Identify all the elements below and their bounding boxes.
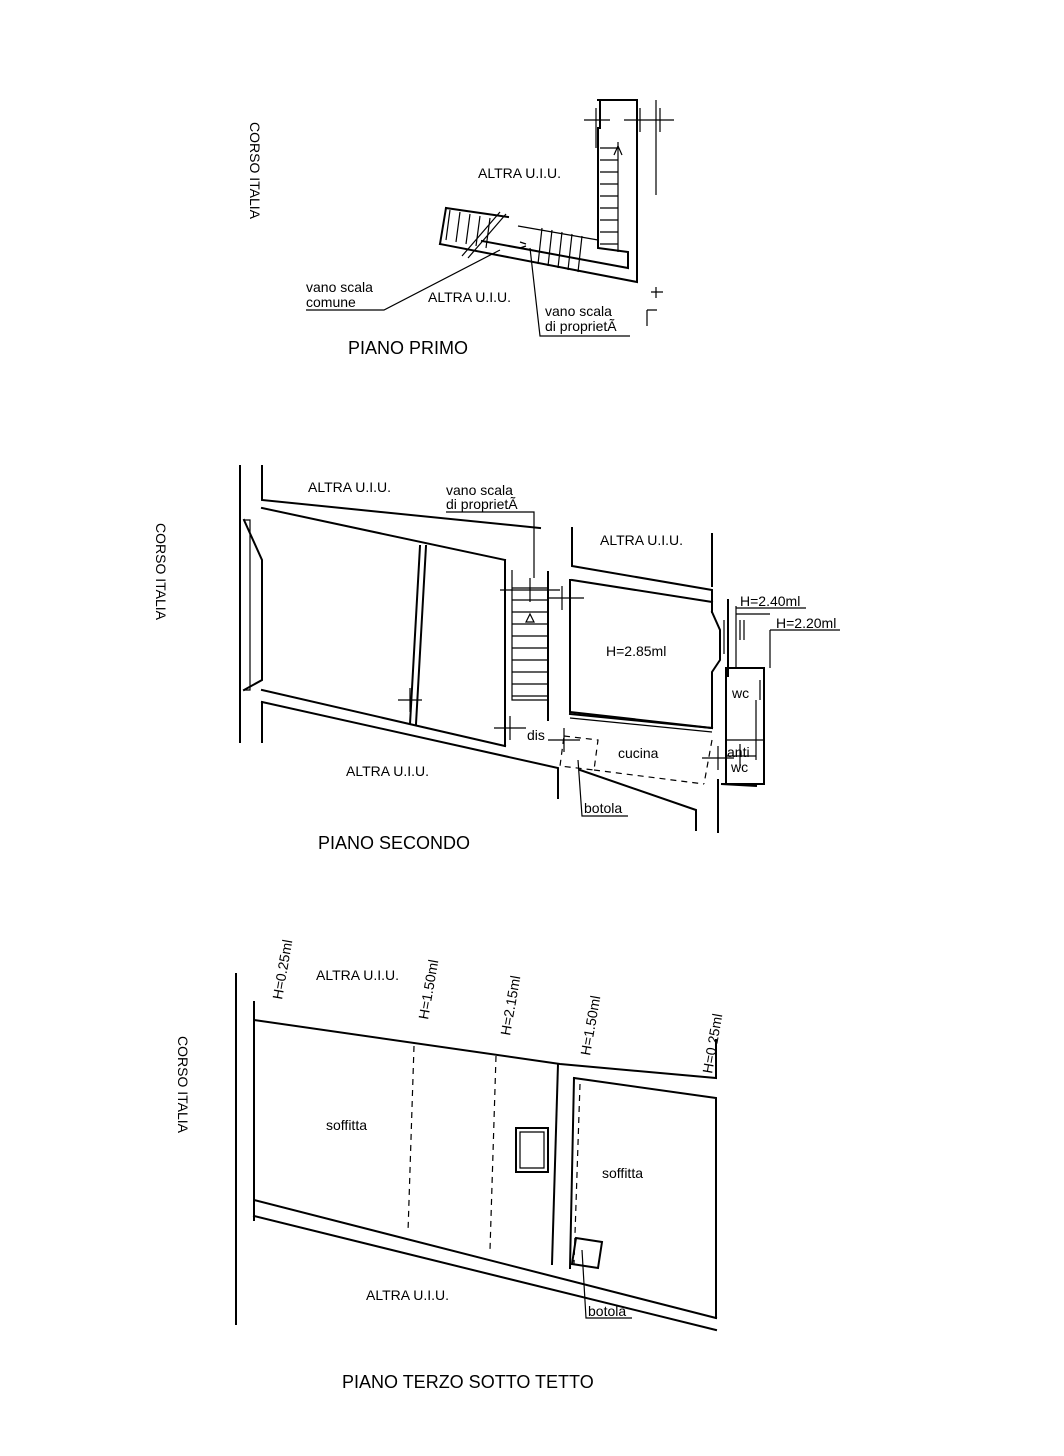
floor-1-plan: CORSO ITALIA: [247, 99, 674, 358]
floor-1-title: PIANO PRIMO: [348, 338, 468, 358]
floor-1-stair-common: [445, 209, 527, 259]
floor-2-own-stair-label-line2: di proprietÃ: [446, 496, 518, 512]
floor-1-stair-own: [584, 108, 674, 252]
floor-2-plan: CORSO ITALIA: [153, 465, 840, 853]
floor-1-stair-own-run: [517, 225, 599, 273]
floor-1-other-unit-top: ALTRA U.I.U.: [478, 165, 561, 181]
floor-2-own-stair-leader: [446, 511, 535, 578]
floor-2-anti-label: anti: [727, 744, 750, 760]
floor-2-other-unit-top-right: ALTRA U.I.U.: [600, 532, 683, 548]
floor-2-wc-block: [720, 606, 771, 788]
floor-1-common-stair-label-line2: comune: [306, 294, 356, 310]
floor-2-partitions: [398, 544, 714, 733]
floor-3-soffitta-right: soffitta: [602, 1165, 643, 1181]
floor-2-room-height: H=2.85ml: [606, 643, 666, 659]
floor-1-common-stair-leader: [306, 249, 501, 311]
floor-2-other-unit-bottom: ALTRA U.I.U.: [346, 763, 429, 779]
floor-3-other-unit-bottom: ALTRA U.I.U.: [366, 1287, 449, 1303]
floor-2-botola-label: botola: [584, 800, 622, 816]
floor-1-own-stair-leader: [529, 247, 630, 337]
floor-2-wc-top-label: wc: [731, 685, 749, 701]
floor-1-own-stair-label-line2: di proprietÃ: [545, 318, 617, 334]
floor-1-common-stair-label-line1: vano scala: [306, 279, 373, 295]
floor-3-walls: [235, 973, 718, 1332]
floor-2-other-unit-top-left: ALTRA U.I.U.: [308, 479, 391, 495]
floor-3-plan: CORSO ITALIA H=0.25ml H=1.50ml H=2.15ml …: [175, 938, 725, 1392]
floor-3-title: PIANO TERZO SOTTO TETTO: [342, 1372, 594, 1392]
floor-2-cucina-label: cucina: [618, 745, 659, 761]
floor-3-height-4: H=1.50ml: [577, 994, 603, 1056]
floor-3-botola-leader: [581, 1249, 632, 1319]
floor-2-stair: [494, 570, 756, 770]
floor-2-height-240: H=2.40ml: [740, 593, 800, 609]
floor-2-botola-leader: [577, 759, 628, 817]
floor-3-other-unit-top: ALTRA U.I.U.: [316, 967, 399, 983]
floor-3-soffitta-left: soffitta: [326, 1117, 367, 1133]
floor-1-other-unit-bottom: ALTRA U.I.U.: [428, 289, 511, 305]
floor-2-height-220: H=2.20ml: [776, 615, 836, 631]
floor-1-own-stair-label-line1: vano scala: [545, 303, 612, 319]
floor-2-own-stair-label-line1: vano scala: [446, 482, 513, 498]
floor-3-height-1: H=0.25ml: [269, 938, 295, 1000]
floor-2-wc-bottom-label: wc: [730, 759, 748, 775]
floor-1-street-label: CORSO ITALIA: [247, 122, 263, 220]
floor-2-street-label: CORSO ITALIA: [153, 523, 169, 621]
floor-3-height-3: H=2.15ml: [497, 974, 523, 1036]
floor-2-title: PIANO SECONDO: [318, 833, 470, 853]
floor-2-dis-label: dis: [527, 727, 545, 743]
floor-3-botola-label: botola: [588, 1303, 626, 1319]
floor-3-street-label: CORSO ITALIA: [175, 1036, 191, 1134]
floor-3-height-5: H=0.25ml: [699, 1012, 725, 1074]
floor-2-walls: [239, 465, 729, 833]
floor-2-hatch: [559, 735, 713, 785]
floor-3-height-2: H=1.50ml: [415, 958, 441, 1020]
